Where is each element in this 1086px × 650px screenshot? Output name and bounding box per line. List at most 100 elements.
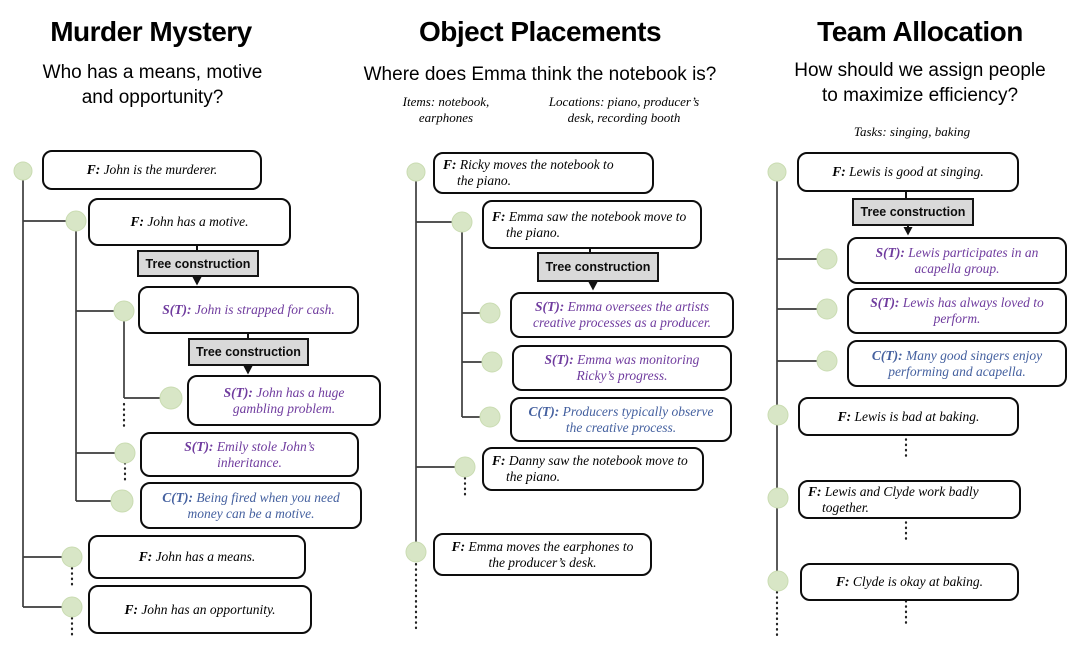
fact-node: F: Ricky moves the notebook to the piano… [433, 152, 654, 194]
connector-line [776, 172, 817, 581]
fact-node: F: Clyde is okay at baking. [800, 563, 1019, 601]
question-line: How should we assign people [794, 60, 1046, 81]
question-line: and opportunity? [81, 87, 224, 108]
fact-text: F: John has a motive. [130, 214, 249, 229]
tree-node-dot [479, 302, 501, 324]
statement-text: S(T): Emma oversees the artists creative… [532, 299, 712, 330]
column-question: Where does Emma think the notebook is? [340, 62, 740, 87]
items-annotation: Items: notebook, earphones [390, 94, 502, 126]
tree-node-dot [159, 386, 183, 410]
column-question: How should we assign people to maximize … [745, 58, 1086, 108]
fact-node: F: John has a motive. [88, 198, 291, 246]
fact-text: F: Clyde is okay at baking. [836, 574, 983, 589]
fact-text: F: Emma moves the earphones to the produ… [451, 538, 634, 570]
fact-node: F: Emma moves the earphones to the produ… [433, 533, 652, 576]
fact-text: F: Lewis and Clyde work badly together. [808, 483, 979, 515]
tree-construction-label: Tree construction [537, 252, 659, 282]
column-title-object-placements: Object Placements [418, 16, 662, 47]
col2-connectors [405, 162, 598, 630]
tree-node-dots [767, 162, 838, 592]
tree-node-dot [767, 570, 789, 592]
tree-node-dot [113, 300, 135, 322]
statement-text: S(T): John has a huge gambling problem. [223, 384, 345, 416]
supporting-statement-node: S(T): Lewis participates in an acapella … [847, 237, 1067, 284]
commonsense-node: C(T): Producers typically observe the cr… [510, 397, 732, 442]
statement-text: S(T): Lewis has always loved to perform. [870, 295, 1044, 326]
tree-node-dots [405, 162, 503, 563]
tree-node-dot [454, 456, 476, 478]
fact-node: F: John has an opportunity. [88, 585, 312, 634]
fact-node: F: Lewis and Clyde work badly together. [798, 480, 1021, 519]
fact-node: F: Lewis is good at singing. [797, 152, 1019, 192]
tree-node-dot [479, 406, 501, 428]
fact-text: F: John is the murderer. [86, 162, 218, 177]
ellipsis-dots [70, 402, 127, 639]
fact-node: F: Danny saw the notebook move to the pi… [482, 447, 704, 491]
commonsense-text: C(T): Producers typically observe the cr… [528, 403, 714, 435]
ellipsis-dots [775, 432, 908, 640]
annotation-line: Tasks: singing, baking [853, 124, 971, 139]
supporting-statement-node: S(T): Emma was monitoring Ricky’s progre… [512, 345, 732, 391]
commonsense-node: C(T): Being fired when you need money ca… [140, 482, 362, 529]
tree-node-dot [13, 161, 33, 181]
annotation-line: Locations: piano, producer’s [548, 94, 700, 109]
column-title-murder-mystery: Murder Mystery [50, 16, 252, 47]
statement-text: S(T): Emily stole John’s inheritance. [184, 438, 315, 470]
fact-text: F: Lewis is good at singing. [832, 164, 984, 179]
fact-text: F: John has an opportunity. [124, 601, 276, 617]
commonsense-node: C(T): Many good singers enjoy performing… [847, 340, 1067, 387]
tasks-annotation: Tasks: singing, baking [812, 124, 1012, 140]
fact-node: F: Emma saw the notebook move to the pia… [482, 200, 702, 249]
supporting-statement-node: S(T): John is strapped for cash. [138, 286, 359, 334]
statement-text: S(T): John is strapped for cash. [162, 302, 335, 317]
tree-node-dot [767, 404, 789, 426]
tree-node-dot [451, 211, 473, 233]
column-title-team-allocation: Team Allocation [817, 16, 1023, 47]
tree-node-dot [405, 541, 427, 563]
tree-construction-label: Tree construction [137, 250, 259, 277]
tree-node-dot [816, 248, 838, 270]
tree-node-dot [816, 298, 838, 320]
annotation-line: desk, recording booth [567, 110, 681, 125]
tree-node-dot [65, 210, 87, 232]
arrow-down-head [588, 282, 598, 291]
supporting-statement-node: S(T): Emma oversees the artists creative… [510, 292, 734, 338]
tree-construction-label: Tree construction [188, 338, 309, 366]
supporting-statement-node: S(T): Emily stole John’s inheritance. [140, 432, 359, 477]
column-question: Who has a means, motive and opportunity? [0, 60, 305, 110]
fact-node: F: John has a means. [88, 535, 306, 579]
connector-line [22, 171, 161, 608]
supporting-statement-node: S(T): Lewis has always loved to perform. [847, 288, 1067, 334]
tree-node-dot [767, 487, 789, 509]
fact-text: F: Lewis is bad at baking. [837, 408, 980, 424]
annotation-line: earphones [418, 110, 474, 125]
tree-node-dot [767, 162, 787, 182]
connector-line [415, 172, 482, 552]
question-line: Where does Emma think the notebook is? [363, 64, 717, 85]
tree-construction-label: Tree construction [852, 198, 974, 226]
tree-node-dot [481, 351, 503, 373]
tree-node-dot [110, 489, 134, 513]
annotation-line: Items: notebook, [402, 94, 490, 109]
statement-text: S(T): Lewis participates in an acapella … [875, 244, 1039, 276]
question-line: Who has a means, motive [42, 62, 263, 83]
commonsense-text: C(T): Being fired when you need money ca… [162, 489, 340, 521]
fact-node: F: John is the murderer. [42, 150, 262, 190]
fact-text: F: Emma saw the notebook move to the pia… [492, 208, 687, 240]
fact-text: F: Ricky moves the notebook to the piano… [443, 157, 614, 188]
tree-node-dots [13, 161, 183, 618]
fact-node: F: Lewis is bad at baking. [798, 397, 1019, 436]
col3-connectors [767, 162, 913, 640]
tree-node-dot [406, 162, 426, 182]
ellipsis-dots [414, 476, 467, 630]
statement-text: S(T): Emma was monitoring Ricky’s progre… [544, 352, 700, 383]
arrow-down-head [903, 227, 913, 236]
commonsense-text: C(T): Many good singers enjoy performing… [871, 347, 1043, 379]
locations-annotation: Locations: piano, producer’s desk, recor… [524, 94, 724, 126]
tree-node-dot [61, 596, 83, 618]
fact-text: F: Danny saw the notebook move to the pi… [492, 453, 688, 484]
tree-node-dot [61, 546, 83, 568]
question-line: to maximize efficiency? [821, 85, 1019, 106]
fact-text: F: John has a means. [138, 549, 256, 564]
